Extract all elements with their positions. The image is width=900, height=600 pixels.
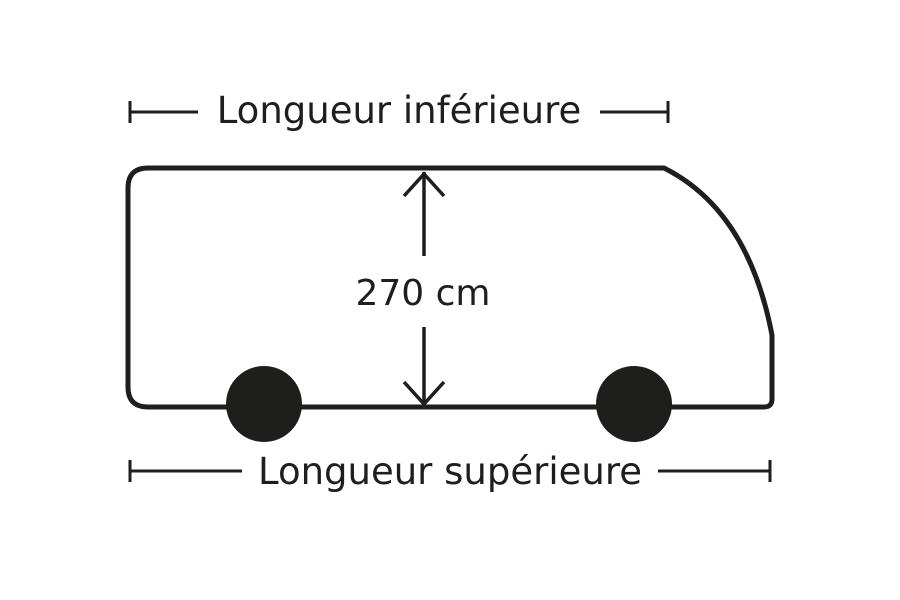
top-dimension-line <box>128 101 670 123</box>
height-label: 270 cm <box>355 273 490 314</box>
arrow-up-icon <box>402 171 446 198</box>
height-arrow <box>402 171 446 407</box>
van-body-outline <box>125 165 775 410</box>
bottom-dimension-line <box>128 460 772 482</box>
arrow-down-icon <box>402 380 446 407</box>
top-length-label: Longueur inférieure <box>217 89 582 132</box>
bottom-length-label: Longueur supérieure <box>258 450 642 493</box>
rear-wheel <box>226 366 302 442</box>
front-wheel <box>596 366 672 442</box>
